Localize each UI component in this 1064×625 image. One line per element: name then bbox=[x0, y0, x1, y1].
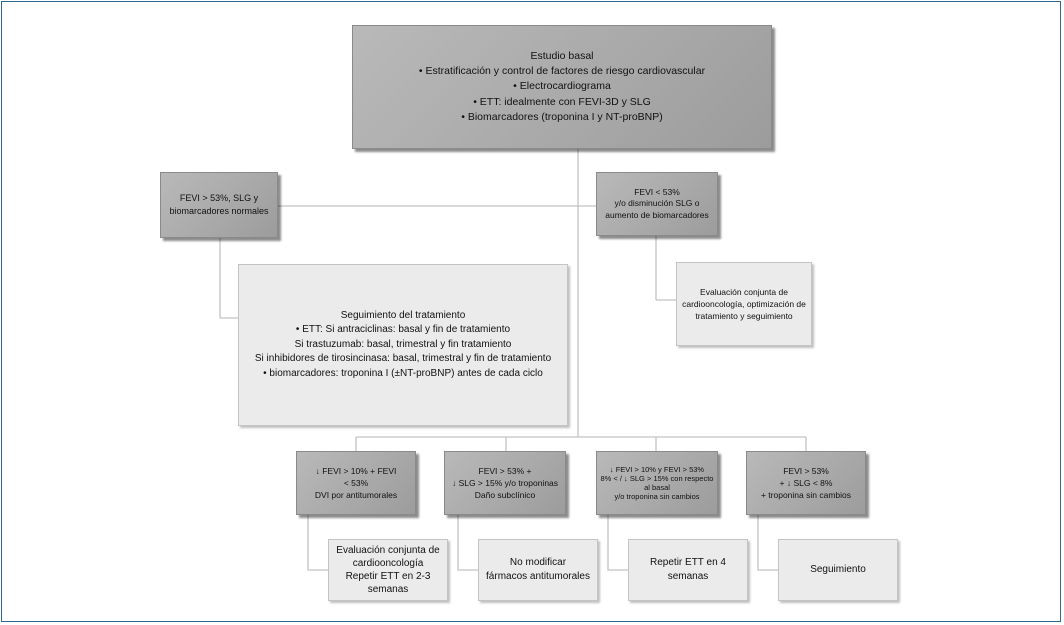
box-line: fármacos antitumorales bbox=[486, 571, 590, 582]
treatment-followup-box: Seguimiento del tratamiento • ETT: Si an… bbox=[238, 264, 568, 426]
criteria-box-subclinical-damage: FEVI > 53% + ↓ SLG > 15% y/o troponinas … bbox=[444, 451, 566, 515]
box-line: DVI por antitumorales bbox=[314, 490, 398, 501]
box-line: + troponina sin cambios bbox=[760, 490, 851, 501]
box-line: cardiooncología, optimización de bbox=[682, 298, 806, 309]
result-connector-1 bbox=[307, 515, 328, 571]
followup-line: Si inhibidores de tirosincinasa: basal, … bbox=[254, 353, 552, 365]
baseline-item: • Biomarcadores (troponina I y NT-proBNP… bbox=[461, 110, 663, 123]
box-line: al basal bbox=[644, 483, 670, 492]
box-line: y/o troponina sin cambios bbox=[614, 492, 700, 501]
box-line: tratamiento y seguimiento bbox=[695, 311, 793, 322]
box-line: y/o disminución SLG o bbox=[614, 198, 700, 209]
box-line: semanas bbox=[667, 571, 709, 582]
result-box-repeat-ett: Repetir ETT en 4 semanas bbox=[628, 539, 748, 601]
joint-evaluation-box: Evaluación conjunta de cardiooncología, … bbox=[676, 262, 812, 346]
result-box-followup: Seguimiento bbox=[778, 539, 898, 601]
baseline-study-box: Estudio basal • Estratificación y contro… bbox=[352, 25, 772, 149]
box-line: Evaluación conjunta de bbox=[700, 286, 788, 297]
normal-findings-box: FEVI > 53%, SLG y biomarcadores normales bbox=[160, 172, 278, 238]
followup-title: Seguimiento del tratamiento bbox=[340, 309, 466, 321]
box-line: semanas bbox=[367, 584, 409, 595]
result-box-joint-evaluation: Evaluación conjunta de cardiooncología R… bbox=[328, 539, 448, 601]
baseline-item: • Electrocardiograma bbox=[513, 80, 611, 93]
box-line: Seguimiento bbox=[810, 563, 866, 575]
box-line: aumento de biomarcadores bbox=[605, 209, 709, 220]
box-line: FEVI < 53% bbox=[634, 187, 680, 198]
baseline-item: • Estratificación y control de factores … bbox=[418, 65, 706, 78]
criteria-box-stable: FEVI > 53% + ↓ SLG < 8% + troponina sin … bbox=[746, 451, 866, 515]
box-line: ↓ FEVI > 10% + FEVI bbox=[315, 465, 397, 476]
box-line: biomarcadores normales bbox=[169, 206, 269, 216]
box-line: ↓ SLG > 15% y/o troponinas bbox=[451, 477, 559, 488]
followup-line: Si trastuzumab: basal, trimestral y fin … bbox=[294, 338, 512, 350]
result-connector-4 bbox=[757, 515, 778, 571]
box-line: cardiooncología bbox=[352, 558, 424, 569]
followup-line: • biomarcadores: troponina I (±NT-proBNP… bbox=[263, 367, 543, 379]
result-box-no-modify: No modificar fármacos antitumorales bbox=[478, 539, 598, 601]
baseline-item: • ETT: idealmente con FEVI-3D y SLG bbox=[473, 95, 651, 108]
box-line: Repetir ETT en 4 bbox=[650, 556, 726, 568]
box-line: FEVI > 53% bbox=[783, 465, 829, 476]
result-connector-3 bbox=[607, 515, 628, 571]
abnormal-findings-box: FEVI < 53% y/o disminución SLG o aumento… bbox=[596, 172, 718, 236]
criteria-box-intermediate: ↓ FEVI > 10% y FEVI > 53% 8% < / ↓ SLG >… bbox=[596, 451, 718, 515]
box-line: No modificar bbox=[509, 556, 567, 568]
box-line: < 53% bbox=[343, 477, 369, 488]
box-line: Repetir ETT en 2-3 bbox=[345, 571, 431, 582]
result-connector-2 bbox=[457, 515, 478, 571]
box-line: Evaluación conjunta de bbox=[336, 545, 440, 556]
box-line: + ↓ SLG < 8% bbox=[779, 477, 833, 488]
box-line: Daño subclínico bbox=[474, 490, 536, 501]
box-line: ↓ FEVI > 10% y FEVI > 53% bbox=[609, 465, 705, 474]
box-line: FEVI > 53%, SLG y bbox=[179, 192, 259, 203]
baseline-study-title: Estudio basal bbox=[530, 49, 594, 62]
box-line: FEVI > 53% + bbox=[478, 465, 532, 476]
criteria-box-lv-dysfunction: ↓ FEVI > 10% + FEVI < 53% DVI por antitu… bbox=[296, 451, 416, 515]
box-line: 8% < / ↓ SLG > 15% con respecto bbox=[600, 474, 714, 483]
followup-line: • ETT: Si antraciclinas: basal y fin de … bbox=[295, 324, 511, 336]
